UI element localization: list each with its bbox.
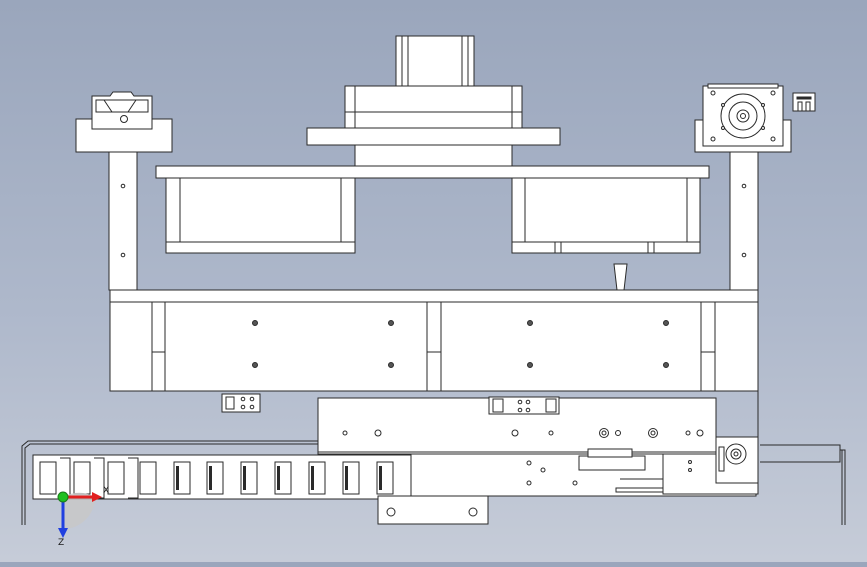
cable-chain-rail[interactable] (21, 440, 846, 525)
u-bracket-icon[interactable] (792, 92, 816, 112)
right-drive-unit[interactable] (662, 345, 759, 495)
upper-crossbar[interactable] (155, 165, 710, 179)
main-base-plate[interactable] (109, 289, 759, 392)
left-frame[interactable] (165, 177, 356, 254)
nozzle[interactable] (613, 263, 628, 291)
left-guide-block[interactable] (91, 91, 153, 130)
left-clamp-block[interactable] (221, 393, 261, 413)
left-upright[interactable] (75, 118, 173, 291)
cable-chain[interactable] (32, 454, 412, 500)
slider-carriage[interactable] (317, 396, 717, 455)
right-frame[interactable] (511, 177, 701, 254)
axis-triad-icon: X Z (57, 486, 109, 548)
x-axis-label: X (103, 486, 109, 496)
top-column-assembly[interactable] (306, 35, 561, 167)
z-axis-label: Z (58, 538, 64, 548)
servo-motor-icon[interactable] (702, 83, 784, 147)
